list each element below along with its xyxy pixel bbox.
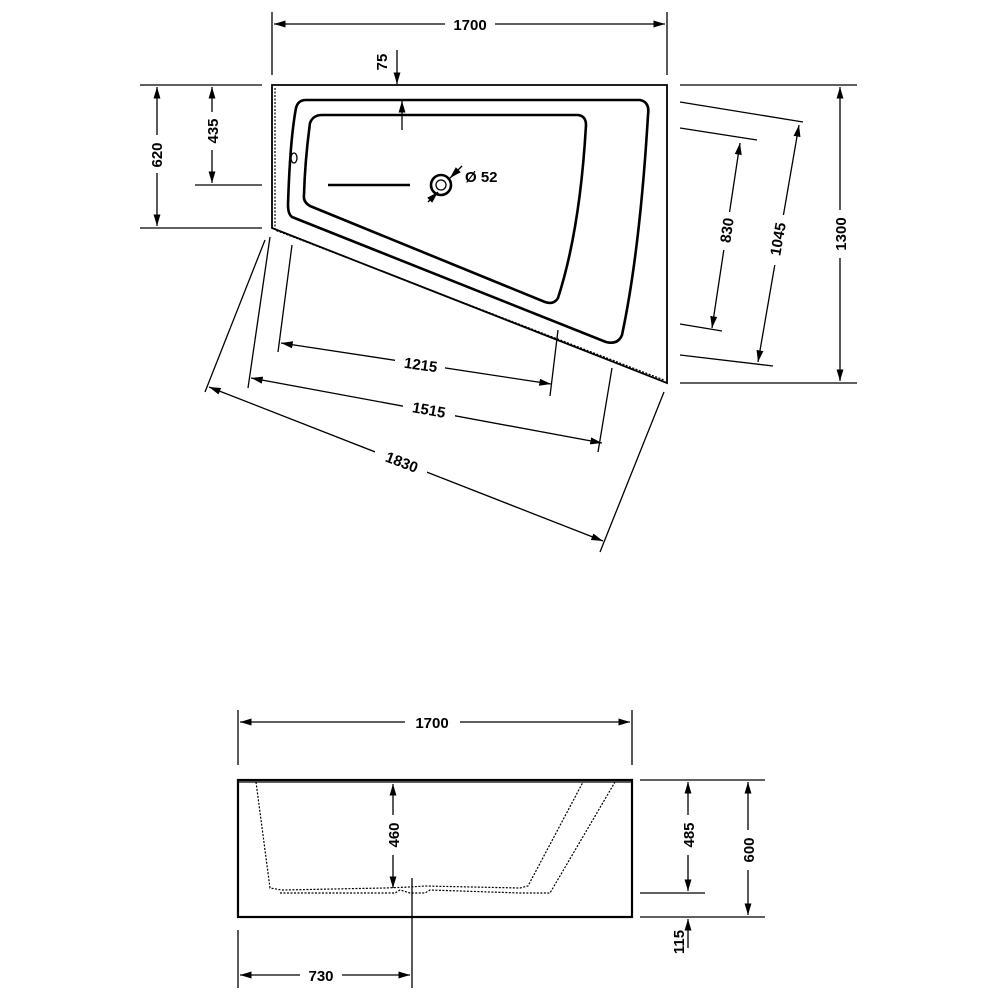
right-outer-label: 1045 (767, 221, 790, 257)
inner-depth-label: 460 (386, 822, 403, 847)
left-depth-label: 620 (149, 142, 166, 167)
rim-offset-label: 75 (374, 54, 391, 71)
tub-side-hidden-basin (255, 781, 584, 891)
rim-height-label: 485 (681, 822, 698, 847)
right-inner-label: 830 (717, 217, 737, 244)
foot-height-label: 115 (671, 930, 688, 954)
tub-side-outline (236, 778, 634, 919)
drain-diameter-label: Ø 52 (465, 169, 498, 186)
top-width-label: 1700 (453, 17, 486, 34)
overflow-icon (290, 152, 298, 164)
tub-rim (286, 98, 650, 344)
slant-inner-label: 1215 (403, 355, 438, 376)
overall-depth-label: 1300 (833, 217, 850, 250)
tub-edge-dotted (274, 88, 665, 381)
tub-outline (271, 84, 668, 385)
drain-offset-label: 435 (205, 118, 222, 143)
side-view: 1700 460 485 600 115 730 (236, 710, 765, 988)
tub-basin (302, 113, 588, 305)
top-view: Ø 52 1700 75 620 435 1300 1045 830 1215 … (140, 12, 857, 553)
overall-height-label: 600 (741, 837, 758, 862)
drain-position-label: 730 (308, 968, 333, 985)
drain-inner (435, 179, 447, 191)
side-width-label: 1700 (415, 715, 448, 732)
drain-icon (429, 173, 453, 197)
